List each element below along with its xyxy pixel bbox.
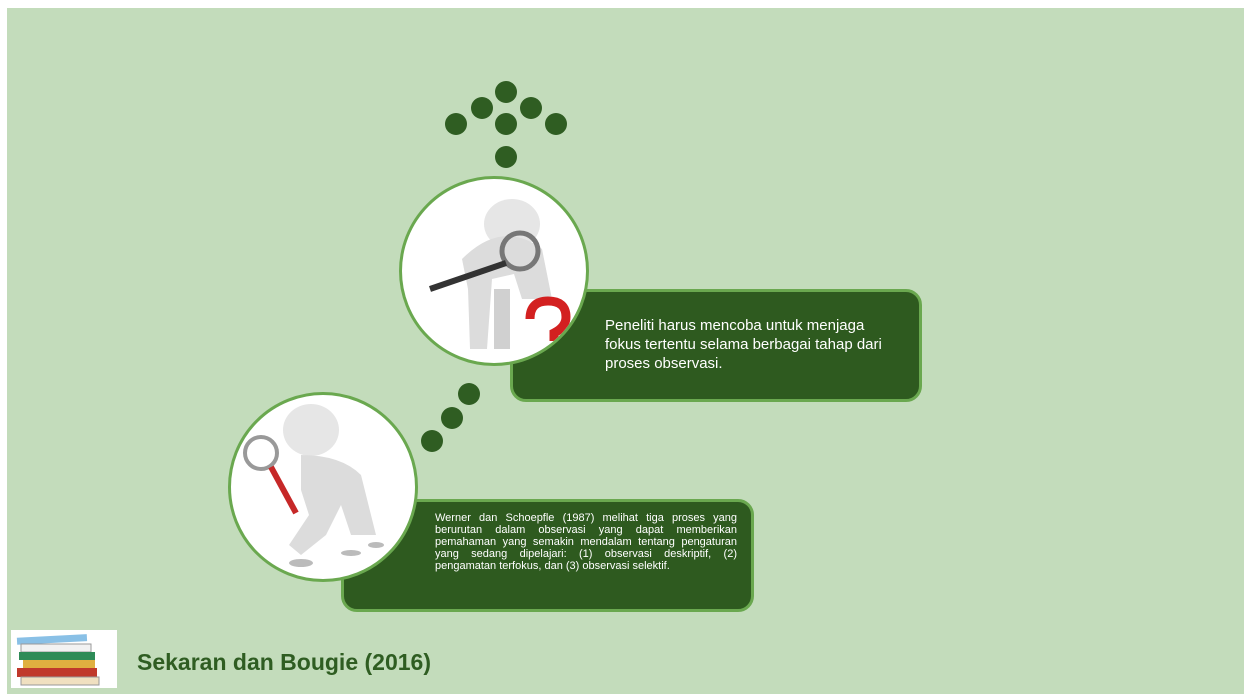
dot [495, 113, 517, 135]
top-figure-circle [399, 176, 589, 366]
dot [445, 113, 467, 135]
dot [458, 383, 480, 405]
citation-text: Sekaran dan Bougie (2016) [137, 649, 431, 675]
person-magnifier-question-icon [429, 199, 571, 358]
bottom-card-text: Werner dan Schoepfle (1987) melihat tiga… [435, 512, 737, 572]
bottom-figure-circle [228, 392, 418, 582]
dot [495, 146, 517, 168]
dot [520, 97, 542, 119]
stack-of-books-icon [11, 630, 117, 688]
dot [421, 430, 443, 452]
person-walking-magnifier-icon [243, 404, 384, 567]
dot [545, 113, 567, 135]
dot [441, 407, 463, 429]
slide: Peneliti harus mencoba untuk menjaga fok… [7, 8, 1244, 694]
dot [471, 97, 493, 119]
top-card-text: Peneliti harus mencoba untuk menjaga fok… [605, 317, 882, 372]
dot [495, 81, 517, 103]
